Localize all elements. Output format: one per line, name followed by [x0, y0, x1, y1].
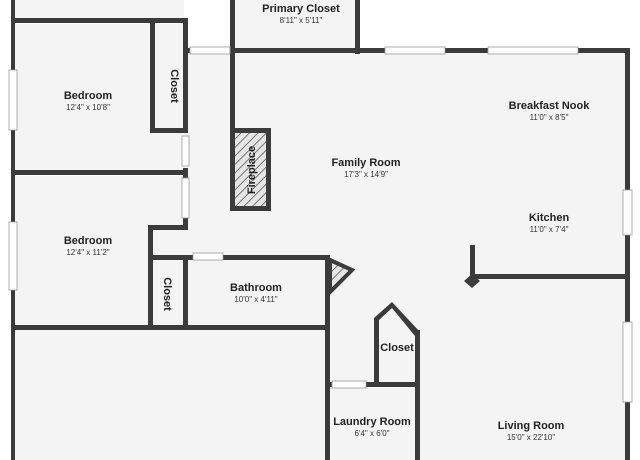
- kitchen-dims: 11'0" x 7'4": [530, 225, 569, 234]
- hatched-fixtures: [235, 133, 356, 297]
- bedroom-1-name: Bedroom: [64, 90, 113, 102]
- walls: [11, 0, 630, 460]
- primary-closet-name: Primary Closet: [262, 3, 340, 15]
- laundry-room-dims: 6'4" x 6'0": [355, 429, 390, 438]
- laundry-room-name: Laundry Room: [333, 416, 411, 428]
- family-room-name: Family Room: [331, 157, 400, 169]
- room-labels: Primary Closet 8'11" x 5'11" Bedroom 12'…: [64, 3, 590, 442]
- closet-1-name: Closet: [168, 69, 180, 103]
- closet-3-name: Closet: [380, 342, 414, 354]
- kitchen-name: Kitchen: [529, 212, 570, 224]
- bathroom-name: Bathroom: [230, 282, 282, 294]
- living-room-dims: 15'0" x 22'10": [507, 433, 555, 442]
- bedroom-2-name: Bedroom: [64, 235, 113, 247]
- bedroom-2-dims: 12'4" x 11'2": [66, 248, 109, 257]
- windows: [8, 46, 633, 403]
- breakfast-nook-name: Breakfast Nook: [509, 100, 591, 112]
- family-room-dims: 17'3" x 14'9": [344, 170, 388, 179]
- primary-closet-dims: 8'11" x 5'11": [280, 16, 323, 25]
- bathroom-dims: 10'0" x 4'11": [234, 295, 277, 304]
- fireplace-name: Fireplace: [246, 146, 258, 194]
- closet-2-name: Closet: [161, 277, 173, 311]
- living-room-name: Living Room: [498, 420, 565, 432]
- breakfast-nook-dims: 11'0" x 8'5": [530, 113, 569, 122]
- floor-areas: [14, 0, 628, 460]
- bedroom-1-dims: 12'4" x 10'8": [66, 103, 110, 112]
